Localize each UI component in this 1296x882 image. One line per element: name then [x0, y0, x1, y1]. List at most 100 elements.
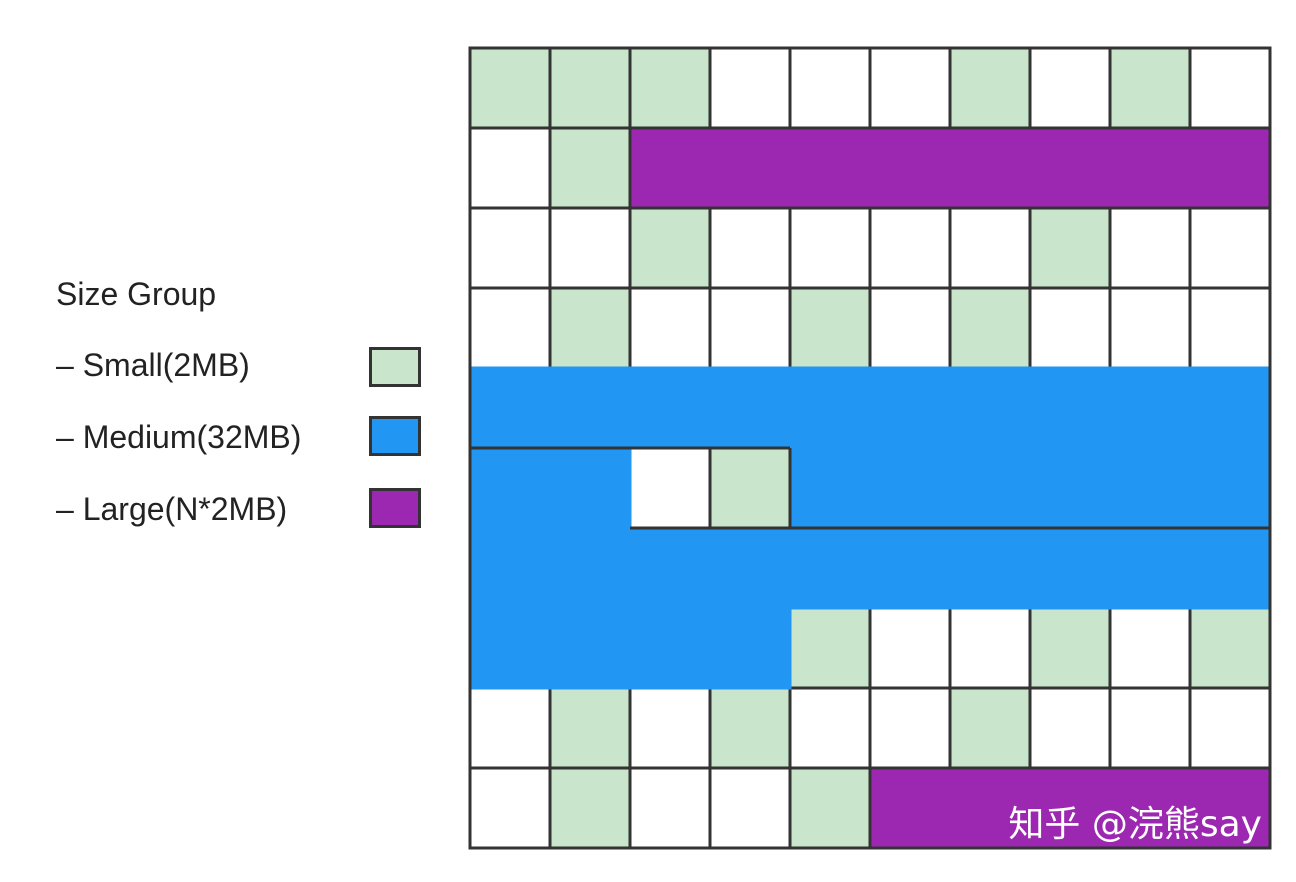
empty-cell: [548, 206, 632, 290]
small-page-cell: [788, 766, 872, 850]
medium-page-block-1: [628, 606, 712, 690]
medium-page-block-0: [628, 366, 712, 450]
empty-cell: [708, 206, 792, 290]
medium-page-block-0: [708, 366, 792, 450]
empty-cell: [868, 206, 952, 290]
small-page-cell: [548, 766, 632, 850]
empty-cell: [1108, 686, 1192, 770]
medium-page-block-2: [1188, 446, 1272, 530]
medium-page-block-2: [1108, 446, 1192, 530]
empty-cell: [1028, 686, 1112, 770]
grid-frame: [468, 46, 1272, 850]
medium-page-block-2: [948, 526, 1032, 610]
medium-page-block-1: [468, 606, 552, 690]
empty-cell: [628, 286, 712, 370]
empty-cell: [788, 46, 872, 130]
medium-page-block-2: [1188, 526, 1272, 610]
empty-cell: [1108, 286, 1192, 370]
empty-cell: [628, 686, 712, 770]
medium-page-block-1: [468, 446, 552, 530]
small-page-cell: [788, 286, 872, 370]
empty-cell: [1188, 286, 1272, 370]
empty-cell: [1028, 46, 1112, 130]
small-page-cell: [708, 686, 792, 770]
medium-page-block-0: [868, 366, 952, 450]
medium-page-block-0: [788, 366, 872, 450]
medium-page-block-1: [468, 526, 552, 610]
empty-cell: [1188, 206, 1272, 290]
legend-swatch-small: [369, 347, 421, 387]
watermark: 知乎 @浣熊say: [1008, 804, 1262, 845]
empty-cell: [788, 686, 872, 770]
medium-page-block-1: [708, 606, 792, 690]
empty-cell: [1188, 46, 1272, 130]
regions-layer: [468, 126, 1272, 850]
empty-cell: [708, 286, 792, 370]
empty-cell: [868, 686, 952, 770]
legend-title: Size Group: [56, 276, 217, 312]
medium-page-block-0: [948, 366, 1032, 450]
small-page-cell: [948, 286, 1032, 370]
legend-label-small: – Small(2MB): [56, 347, 250, 383]
empty-cell: [628, 446, 712, 530]
small-page-cell: [948, 686, 1032, 770]
small-page-cell: [1108, 46, 1192, 130]
empty-cell: [708, 46, 792, 130]
medium-page-block-2: [788, 446, 872, 530]
empty-cell: [948, 606, 1032, 690]
small-page-cell: [628, 46, 712, 130]
medium-page-block-2: [1108, 526, 1192, 610]
small-page-cell: [628, 206, 712, 290]
medium-page-block-0: [1188, 366, 1272, 450]
legend-label-large: – Large(N*2MB): [56, 491, 288, 527]
small-page-cell: [708, 446, 792, 530]
small-page-cell: [548, 126, 632, 210]
empty-cell: [468, 766, 552, 850]
small-page-cell: [1188, 606, 1272, 690]
medium-page-block-1: [548, 606, 632, 690]
medium-page-block-1: [548, 526, 632, 610]
medium-page-block-0: [1028, 366, 1112, 450]
small-page-cell: [548, 46, 632, 130]
legend-swatch-medium: [369, 416, 421, 456]
empty-cell: [468, 206, 552, 290]
empty-cell: [628, 766, 712, 850]
small-page-cell: [468, 46, 552, 130]
large-page-block-0: [628, 126, 1272, 210]
empty-cell: [468, 286, 552, 370]
grid-lines: [468, 46, 1272, 850]
medium-page-block-2: [1028, 526, 1112, 610]
medium-page-block-1: [628, 526, 712, 610]
small-page-cell: [948, 46, 1032, 130]
medium-page-block-2: [1028, 446, 1112, 530]
large-page-block-1: [868, 766, 1272, 850]
medium-page-block-0: [1108, 366, 1192, 450]
empty-cell: [788, 206, 872, 290]
medium-page-block-2: [868, 446, 952, 530]
medium-page-block-1: [708, 526, 792, 610]
empty-cell: [1108, 206, 1192, 290]
empty-cell: [868, 606, 952, 690]
small-page-cell: [1028, 606, 1112, 690]
empty-cell: [868, 286, 952, 370]
empty-cell: [708, 766, 792, 850]
medium-page-block-2: [868, 526, 952, 610]
empty-cell: [948, 206, 1032, 290]
medium-page-block-2: [948, 446, 1032, 530]
empty-cell: [1028, 286, 1112, 370]
small-page-cell: [788, 606, 872, 690]
empty-cell: [468, 686, 552, 770]
medium-page-block-1: [548, 446, 632, 530]
medium-page-block-2: [788, 526, 872, 610]
legend-swatch-large: [369, 488, 421, 528]
small-page-cell: [548, 286, 632, 370]
empty-cell: [1108, 606, 1192, 690]
empty-cell: [1188, 686, 1272, 770]
legend-label-medium: – Medium(32MB): [56, 419, 302, 455]
empty-cell: [868, 46, 952, 130]
medium-page-block-0: [548, 366, 632, 450]
medium-page-block-0: [468, 366, 552, 450]
small-page-cell: [548, 686, 632, 770]
small-page-cell: [1028, 206, 1112, 290]
